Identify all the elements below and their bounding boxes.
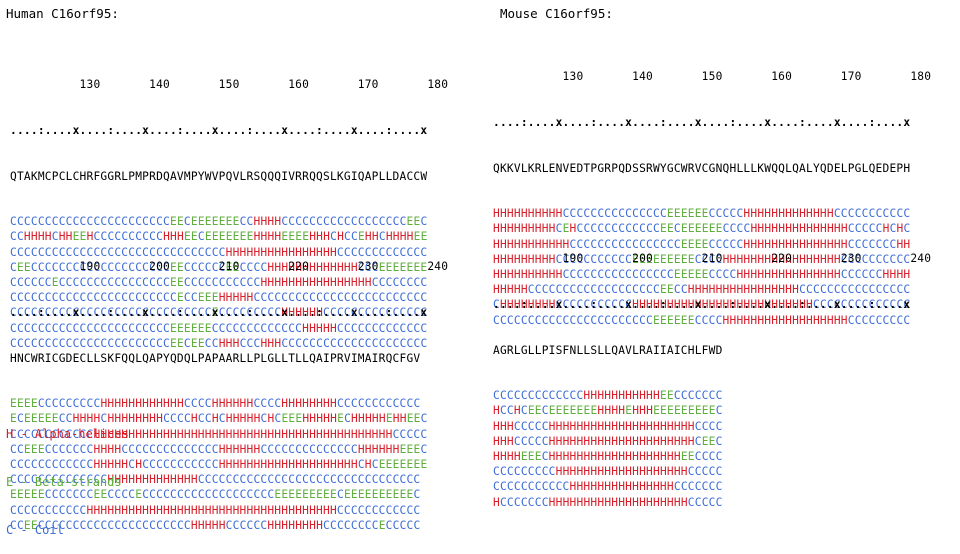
position-numbers: 190 200 210 220 230 240 [10, 260, 449, 274]
prediction-line: HCCHCEECEEEEEEEHHHHEHHHEEEEEEEEEC [493, 404, 723, 418]
position-ruler: ....:....x....:....x....:....x....:....x… [493, 298, 911, 312]
prediction-line: CHHHHHHHHCCCCCCCCCCCHHHHHHHHHHHHHHHHHHHH… [493, 298, 911, 312]
position-ruler: ....:....x....:....x....:....x....:....x… [10, 306, 428, 320]
prediction-lines: HHHHHHHHHHCCCCCCCCCCCCCCCEEEEEECCCCCHHHH… [493, 206, 931, 328]
position-numbers: 130 140 150 160 170 180 [493, 70, 932, 84]
human-block-1: 130 140 150 160 170 180 ....:....x....:.… [10, 47, 448, 366]
prediction-line: HHHHHHHHHHCCCCCCCCCCCCCCCEEEEEECCCCCHHHH… [493, 207, 911, 221]
prediction-line: HCCCCCCCHHHHHHHHHHHHHHHHHHHHCCCCC [493, 495, 723, 509]
mouse-title: Mouse C16orf95: [500, 6, 613, 21]
prediction-line: ECEEEEECCHHHHCHHHHHHHHCCCCHCCHCHHHHHCHCE… [10, 412, 428, 426]
amino-acid-sequence: QTAKMCPCLCHRFGGRLPMPRDQAVMPYWVPQVLRSQQQI… [10, 169, 428, 183]
legend-alpha-helices: H - Alpha-helices [6, 427, 129, 441]
legend-coil: C - Coil [6, 523, 64, 537]
prediction-line: CCHHHHCHHEEHCCCCCCCCCCHHHEECEEEEEEEHHHHE… [10, 230, 428, 244]
prediction-line: CCCCCCCCCCCCCCCCCCCCCCCEECEECCHHHCCCHHHC… [10, 336, 428, 350]
prediction-line: HHHHHHHHHCCCCCCCCCCCEEEEEEEEECCCCHHHHHHH… [493, 252, 911, 266]
legend: H - Alpha-helices E - Beta-strands C - C… [6, 394, 129, 554]
prediction-line: HHHHHHHHHHHCCCCCCCCCCCCCCCCEEEECCCCCHHHH… [493, 237, 911, 251]
prediction-line: CCCCCCECCCCCCCCCCCCCCCCEECCCCCCCCCCCHHHH… [10, 276, 428, 290]
position-ruler: ....:....x....:....x....:....x....:....x… [493, 116, 911, 130]
prediction-line: HHHHHHHHHCEHCCCCCCCCCCCCEECEEEEEECCCCHHH… [493, 222, 911, 236]
amino-acid-sequence: QKKVLKRLENVEDTPGRPQDSSRWYGCWRVCGNQHLLLKW… [493, 161, 911, 175]
prediction-line: CCCCCCCCCCCCCCCCCCCCCCCEECEEEEEEECCHHHHC… [10, 215, 428, 229]
prediction-line: HHHHHHHHHHCCCCCCCCCCCCCCCCEEEEECCCCHHHHH… [493, 268, 911, 282]
prediction-line: HHHHEEECHHHHHHHHHHHHHHHHHHHEECCCC [493, 450, 723, 464]
prediction-line: HHHCCCCCHHHHHHHHHHHHHHHHHHHHHCEEC [493, 434, 723, 448]
human-title: Human C16orf95: [6, 6, 119, 21]
mouse-block-2: 190 200 210 220 230 240 ....:....x....:.… [493, 221, 931, 525]
prediction-line: HHHCCCCCHHHHHHHHHHHHHHHHHHHHHCCCC [493, 419, 723, 433]
position-numbers: 190 200 210 220 230 240 [493, 252, 932, 266]
position-ruler: ....:....x....:....x....:....x....:....x… [10, 124, 428, 138]
prediction-line: HHHHHCCCCCCCCCCCCCCCCCCCEECCHHHHHHHHHHHH… [493, 283, 911, 297]
prediction-line: CCCCCCCCCCCCCCCCCCCCCCCEEEEEECCCCHHHHHHH… [493, 313, 911, 327]
prediction-lines: CCCCCCCCCCCCCCCCCCCCCCCEECEEEEEEECCHHHHC… [10, 214, 448, 351]
prediction-line: CCCCCCCCCCCCCCCCCCCCCCCEEEEEECCCCCCCCCCC… [10, 321, 428, 335]
prediction-line: EEEECCCCCCCCCHHHHHHHHHHHHCCCCHHHHHHCCCCH… [10, 397, 421, 411]
position-numbers: 130 140 150 160 170 180 [10, 78, 449, 92]
prediction-line: CCCCCCCCCCCCHHHHHHHHHHHHHHHHHHHHHHHHHHHH… [10, 427, 428, 441]
prediction-line: CCCCCCCCCCCCCCCCCCCCCCCCECCEEEHHHHHCCCCC… [10, 291, 428, 305]
mouse-block-1: 130 140 150 160 170 180 ....:....x....:.… [493, 39, 931, 343]
prediction-line: CCCCCCCCCCCCCCCCCCCCCCCCCCCCCECCCCCCCCCH… [10, 306, 428, 320]
prediction-line: CCCCCCCCCHHHHHHHHHHHHHHHHHHHCCCCC [493, 465, 723, 479]
prediction-line: CEECCCCCCCCCCCCCCCCCCCCEECCCCCCEECCCCHHH… [10, 260, 428, 274]
prediction-line: CCCCCCCCCCCCCCCCCCCCCCCCCCCCCCCHHHHHHHHH… [10, 245, 428, 259]
prediction-line: CCCCCCCCCCCHHHHHHHHHHHHHHHCCCCCCC [493, 480, 723, 494]
legend-beta-strands: E - Beta-strands [6, 475, 122, 489]
prediction-line: CCCCCCCCCCCCCHHHHHHHHHHHEECCCCCCC [493, 389, 723, 403]
amino-acid-sequence: AGRLGLLPISFNLLSLLQAVLRAIIAICHLFWD [493, 343, 723, 357]
amino-acid-sequence: HNCWRICGDECLLSKFQQLQAPYQDQLPAPAARLLPLGLL… [10, 351, 421, 365]
